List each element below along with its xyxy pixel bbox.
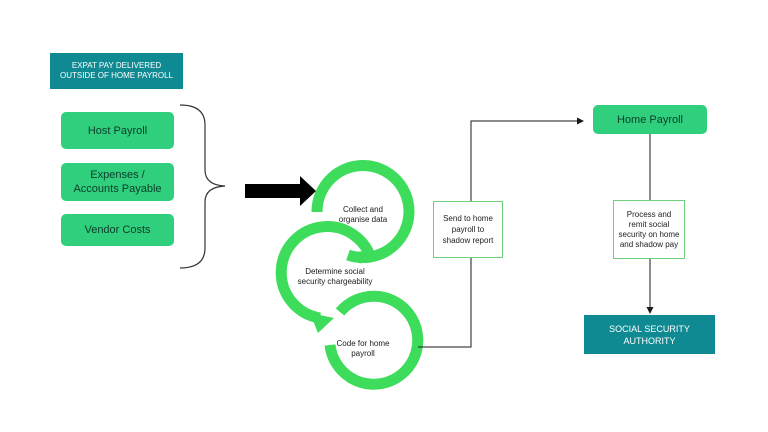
connector-to-send-box [418, 258, 472, 348]
remit-social-security-box: Process and remit social security on hom… [613, 200, 685, 259]
source-host-payroll: Host Payroll [61, 112, 174, 149]
source-expenses-ap: Expenses / Accounts Payable [61, 163, 174, 201]
connector-to-home-payroll [470, 117, 584, 201]
process-ring-3 [324, 290, 424, 390]
source-vendor-costs: Vendor Costs [61, 214, 174, 246]
social-security-authority-box: SOCIAL SECURITY AUTHORITY [584, 315, 715, 354]
source-label: Vendor Costs [84, 224, 151, 236]
remit-box-label: Process and remit social security on hom… [618, 209, 680, 249]
process-ring-1 [311, 160, 415, 263]
send-box-label: Send to home payroll to shadow report [442, 214, 494, 245]
process-step-collect: Collect and organise data [338, 205, 388, 224]
grouping-bracket [179, 104, 226, 269]
authority-label: SOCIAL SECURITY AUTHORITY [609, 323, 690, 346]
home-payroll-label: Home Payroll [616, 113, 684, 126]
process-step-code: Code for home payroll [336, 339, 390, 358]
source-label: Host Payroll [87, 124, 148, 137]
process-step-determine: Determine social security chargeability [297, 267, 373, 286]
send-to-home-payroll-box: Send to home payroll to shadow report [433, 201, 503, 258]
main-flow-arrow [245, 176, 316, 206]
header-title: EXPAT PAY DELIVERED OUTSIDE OF HOME PAYR… [59, 61, 174, 80]
ring-2-arrowhead [310, 313, 334, 333]
header-box: EXPAT PAY DELIVERED OUTSIDE OF HOME PAYR… [50, 53, 183, 89]
source-label: Expenses / Accounts Payable [73, 169, 162, 195]
process-ring-2 [275, 221, 378, 324]
home-payroll-box: Home Payroll [593, 105, 707, 134]
